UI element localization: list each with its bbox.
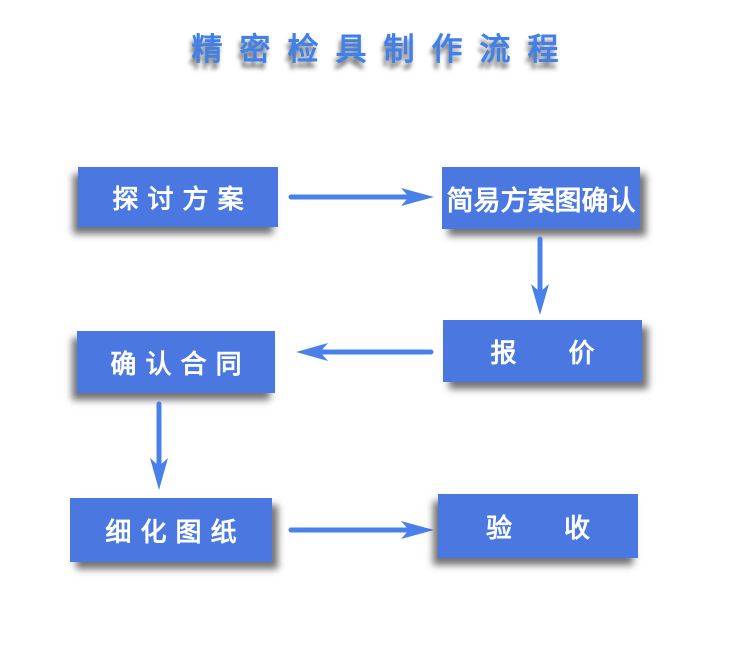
flow-step-label: 简易方案图确认 [446,185,636,217]
arrow-right-icon [288,521,434,539]
flow-step-label: 验 收 [485,513,590,544]
flow-step-label: 确 认 合 同 [110,349,242,380]
arrow-left-icon [296,343,434,361]
arrow-down-icon [150,401,168,490]
page-title: 精密检具制作流程 [191,32,576,68]
flow-step-label: 探 讨 方 案 [112,184,244,215]
flow-step-quotation: 报 价 [443,320,642,382]
flow-step-label: 报 价 [490,338,595,369]
arrow-right-icon [288,188,434,206]
flow-step-label: 细 化 图 纸 [105,517,237,548]
flow-step-acceptance: 验 收 [438,494,638,558]
flow-step-confirm-contract: 确 认 合 同 [77,331,275,393]
flow-step-refine-drawings: 细 化 图 纸 [70,498,272,562]
flow-step-discuss-plan: 探 讨 方 案 [78,167,278,227]
arrow-down-icon [531,236,549,315]
flow-step-simple-drawing-confirm: 简易方案图确认 [442,167,640,229]
